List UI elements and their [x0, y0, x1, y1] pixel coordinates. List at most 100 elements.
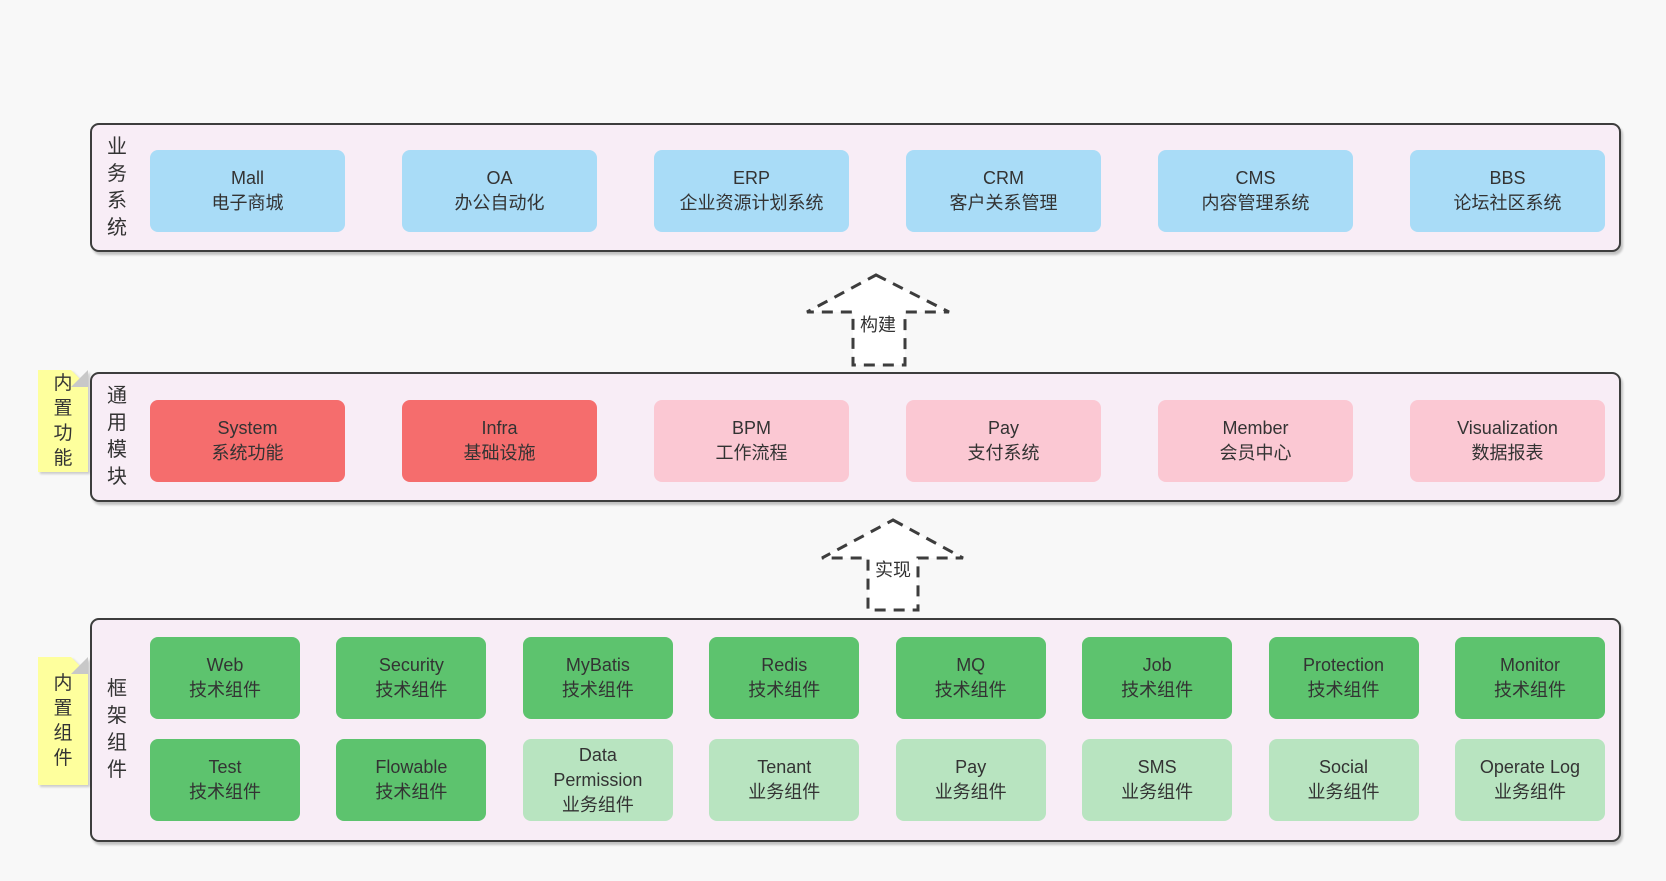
node-name: BBS: [1489, 168, 1526, 188]
node-infra: Infra 基础设施: [402, 400, 597, 482]
node-name: Monitor: [1499, 655, 1560, 675]
node-name: MQ: [956, 655, 986, 675]
node-desc: 技术组件: [1307, 680, 1380, 700]
node-system: System 系统功能: [150, 400, 345, 482]
sticky-note-builtin-functions: 内置功能: [38, 370, 88, 472]
node-desc: 业务组件: [1493, 782, 1566, 802]
layer-common-modules: 通用模块 System 系统功能 Infra 基础设施 BPM 工作流程 Pay…: [90, 372, 1621, 502]
node-desc: 业务组件: [1307, 782, 1380, 802]
node-bpm: BPM 工作流程: [654, 400, 849, 482]
node-mybatis: MyBatis 技术组件: [522, 637, 673, 719]
node-name: System: [217, 418, 278, 438]
node-desc: 技术组件: [189, 782, 261, 802]
node-name: Web: [206, 655, 244, 675]
node-desc: 系统功能: [211, 443, 284, 463]
layer-business-systems: 业务系统 Mall 电子商城 OA 办公自动化 ERP 企业资源计划系统 CRM…: [90, 123, 1621, 252]
node-desc: 技术组件: [748, 680, 821, 700]
modules-boxes-row: System 系统功能 Infra 基础设施 BPM 工作流程 Pay 支付系统…: [150, 374, 1605, 482]
node-name: Protection: [1303, 655, 1385, 675]
arrow-build: 构建: [805, 272, 951, 367]
arrow-implement: 实现: [820, 517, 966, 612]
node-mq: MQ 技术组件: [895, 637, 1046, 719]
node-name: Security: [378, 655, 444, 675]
node-name: SMS: [1137, 757, 1177, 777]
node-name: CMS: [1235, 168, 1276, 188]
node-operate-log: Operate Log 业务组件: [1454, 739, 1605, 821]
layer-components-label: 框架组件: [107, 678, 127, 781]
node-tenant: Tenant 业务组件: [709, 739, 860, 821]
sticky-note-builtin-components: 内置组件: [38, 657, 88, 785]
node-desc: 技术组件: [1121, 680, 1194, 700]
sticky-note-text: 内置组件: [53, 673, 73, 769]
node-pay-biz: Pay 业务组件: [895, 739, 1046, 821]
node-name: Pay: [987, 418, 1020, 438]
node-mall: Mall 电子商城: [150, 150, 345, 232]
node-desc: 办公自动化: [454, 193, 545, 213]
node-name: Infra: [481, 418, 518, 438]
node-name: Tenant: [757, 757, 812, 777]
node-erp: ERP 企业资源计划系统: [654, 150, 849, 232]
sticky-note-body: 内置组件: [38, 657, 88, 785]
node-desc: 基础设施: [463, 443, 536, 463]
node-name: Member: [1222, 418, 1289, 438]
node-desc: 企业资源计划系统: [679, 193, 824, 213]
node-name: Social: [1319, 757, 1369, 777]
node-desc: 电子商城: [211, 193, 284, 213]
node-desc: 业务组件: [934, 782, 1007, 802]
node-protection: Protection 技术组件: [1268, 637, 1419, 719]
layer-framework-components: 框架组件 Web 技术组件 Security 技术组件 MyBatis 技术组件…: [90, 618, 1621, 842]
node-pay: Pay 支付系统: [906, 400, 1101, 482]
node-desc: 会员中心: [1219, 443, 1292, 463]
node-name: OA: [486, 168, 513, 188]
node-web: Web 技术组件: [150, 637, 300, 719]
node-desc: 客户关系管理: [949, 193, 1058, 213]
node-flowable: Flowable 技术组件: [336, 739, 487, 821]
node-name: ERP: [732, 168, 770, 188]
node-desc: 业务组件: [1121, 782, 1194, 802]
node-name: Redis: [761, 655, 808, 675]
node-name: Job: [1142, 655, 1172, 675]
node-test: Test 技术组件: [150, 739, 300, 821]
node-name: CRM: [983, 168, 1024, 188]
node-member: Member 会员中心: [1158, 400, 1353, 482]
node-security: Security 技术组件: [336, 637, 487, 719]
node-monitor: Monitor 技术组件: [1454, 637, 1605, 719]
node-crm: CRM 客户关系管理: [906, 150, 1101, 232]
node-name: Operate Log: [1479, 757, 1580, 777]
node-desc: 内容管理系统: [1201, 193, 1310, 213]
node-desc: 技术组件: [375, 782, 448, 802]
node-oa: OA 办公自动化: [402, 150, 597, 232]
node-name: Pay: [955, 757, 987, 777]
node-name: Visualization: [1457, 418, 1558, 438]
sticky-note-body: 内置功能: [38, 370, 88, 472]
business-boxes-row: Mall 电子商城 OA 办公自动化 ERP 企业资源计划系统 CRM 客户关系…: [150, 125, 1605, 232]
node-name: Flowable: [375, 757, 448, 777]
node-redis: Redis 技术组件: [709, 637, 860, 719]
folded-corner-icon: [71, 657, 88, 674]
node-name: Mall: [230, 168, 264, 188]
node-name: BPM: [731, 418, 771, 438]
node-desc: 技术组件: [189, 680, 261, 700]
node-name: Data Permission: [553, 744, 643, 790]
layer-business-label: 业务系统: [107, 135, 127, 239]
node-bbs: BBS 论坛社区系统: [1410, 150, 1605, 232]
node-name: MyBatis: [565, 655, 630, 675]
node-name: Test: [208, 757, 242, 777]
layer-modules-label: 通用模块: [107, 385, 127, 488]
node-desc: 技术组件: [1493, 680, 1566, 700]
components-row-2: Test 技术组件 Flowable 技术组件 Data Permission …: [150, 719, 1605, 821]
components-row-1: Web 技术组件 Security 技术组件 MyBatis 技术组件 Redi…: [150, 620, 1605, 719]
node-data-permission: Data Permission 业务组件: [522, 739, 673, 821]
node-cms: CMS 内容管理系统: [1158, 150, 1353, 232]
node-sms: SMS 业务组件: [1082, 739, 1233, 821]
arrow-build-label: 构建: [857, 310, 899, 338]
folded-corner-icon: [71, 370, 88, 387]
node-desc: 技术组件: [934, 680, 1007, 700]
node-desc: 技术组件: [561, 680, 634, 700]
sticky-note-text: 内置功能: [53, 373, 73, 469]
node-visualization: Visualization 数据报表: [1410, 400, 1605, 482]
node-desc: 业务组件: [561, 794, 634, 815]
node-desc: 支付系统: [967, 443, 1040, 463]
node-desc: 工作流程: [715, 443, 788, 463]
